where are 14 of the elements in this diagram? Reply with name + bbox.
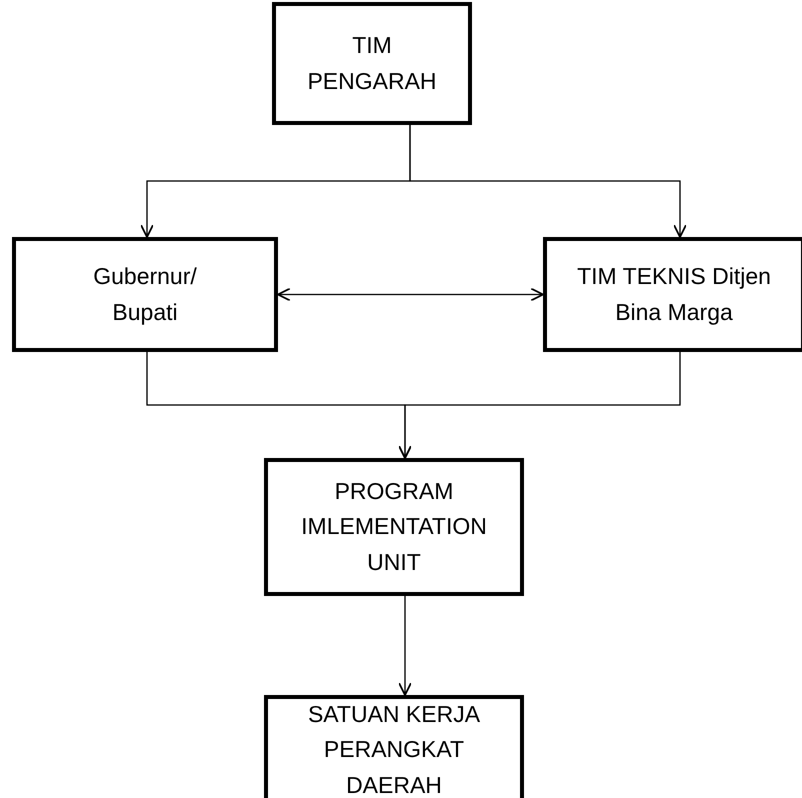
connector-arrow bbox=[409, 125, 687, 238]
org-box bbox=[543, 237, 802, 352]
box-label: TIM PENGARAH bbox=[307, 30, 437, 96]
box-label: SATUAN KERJA PERANGKAT DAERAH bbox=[306, 700, 482, 798]
connector-arrow bbox=[398, 596, 412, 696]
box-label: Gubernur/ Bupati bbox=[92, 262, 198, 327]
org-box bbox=[12, 237, 278, 352]
connector-arrow bbox=[398, 352, 681, 459]
box-label: PROGRAM IMLEMENTATION UNIT bbox=[300, 476, 488, 577]
connector-arrow bbox=[277, 288, 544, 302]
org-box bbox=[272, 2, 472, 125]
box-label: TIM TEKNIS Ditjen Bina Marga bbox=[576, 262, 772, 327]
org-box bbox=[264, 695, 524, 798]
org-box bbox=[264, 458, 524, 596]
